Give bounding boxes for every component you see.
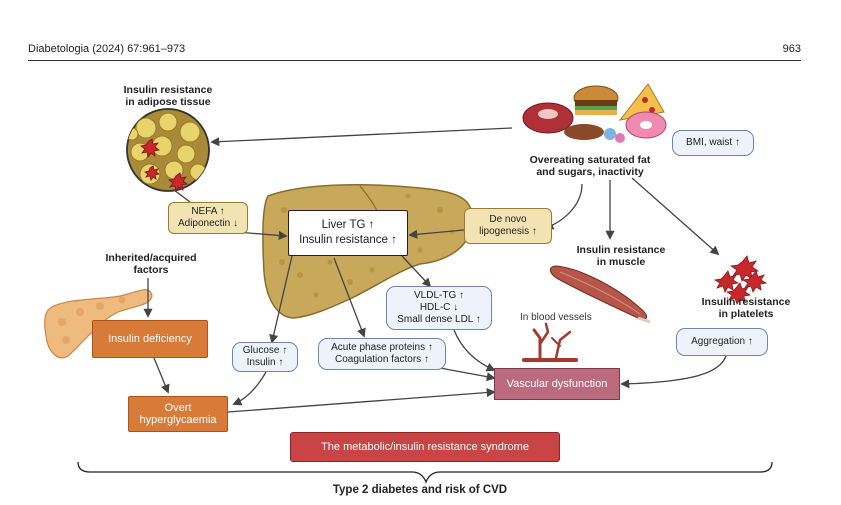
box-liver-tg: Liver TG ↑ Insulin resistance ↑ — [288, 210, 408, 256]
box-aggregation: Aggregation ↑ — [676, 328, 768, 356]
box-de-novo: De novo lipogenesis ↑ — [464, 208, 552, 244]
blood-vessel-illustration — [522, 322, 578, 362]
box-bmi-waist: BMI, waist ↑ — [672, 130, 754, 156]
arrows — [143, 127, 727, 413]
muscle-illustration — [550, 265, 651, 324]
food-illustration — [522, 83, 667, 143]
label-adipose: Insulin resistance in adipose tissue — [123, 84, 213, 108]
box-acute-phase: Acute phase proteins ↑ Coagulation facto… — [318, 338, 446, 370]
page-number: 963 — [782, 43, 801, 55]
adipose-tissue-illustration — [126, 108, 210, 192]
header-rule — [28, 60, 801, 61]
box-vldl: VLDL-TG ↑ HDL-C ↓ Small dense LDL ↑ — [386, 286, 492, 330]
box-metabolic-syndrome: The metabolic/insulin resistance syndrom… — [290, 432, 560, 462]
box-vascular-dysfunction: Vascular dysfunction — [494, 368, 620, 400]
box-overt-hyperglycaemia: Overt hyperglycaemia — [128, 396, 228, 432]
box-glucose-insulin: Glucose ↑ Insulin ↑ — [232, 342, 298, 372]
label-inherited: Inherited/acquired factors — [105, 252, 197, 276]
label-platelets: Insulin resistance in platelets — [701, 296, 791, 320]
platelets-illustration — [713, 255, 768, 305]
journal-citation: Diabetologia (2024) 67:961–973 — [28, 43, 186, 55]
label-blood-vessels: In blood vessels — [520, 312, 592, 323]
box-insulin-deficiency: Insulin deficiency — [92, 320, 208, 358]
label-bottom: Type 2 diabetes and risk of CVD — [332, 484, 508, 496]
box-nefa: NEFA ↑ Adiponectin ↓ — [168, 202, 248, 234]
label-muscle: Insulin resistance in muscle — [576, 244, 666, 268]
label-overeating: Overeating saturated fat and sugars, ina… — [529, 154, 651, 178]
bottom-brace — [77, 461, 773, 484]
